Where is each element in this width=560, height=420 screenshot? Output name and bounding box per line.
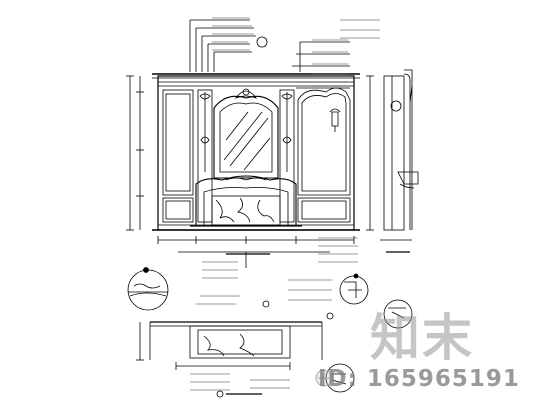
annotation-leaders-top: [189, 19, 350, 89]
watermark-logo-shape: [315, 369, 333, 387]
detail-callout-left: [127, 267, 169, 311]
detail-callout-right-1: [339, 273, 369, 305]
watermark-id: ID: 165965191: [318, 366, 520, 392]
main-elevation: [126, 73, 360, 231]
detail-callout-right-2: [383, 299, 413, 329]
side-section: [366, 69, 419, 253]
plan-view: [136, 300, 334, 398]
cad-note-scribbles: [190, 17, 380, 391]
dimension-line-bottom: [157, 236, 355, 268]
watermark-brand: 知末: [370, 309, 474, 367]
